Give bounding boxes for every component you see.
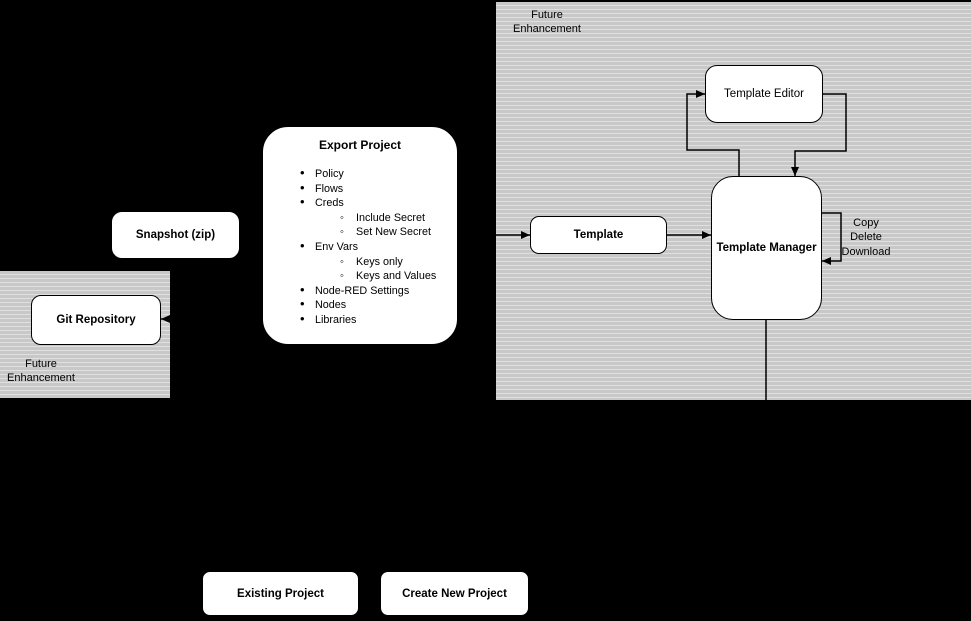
node-snapshot-zip-label: Snapshot (zip) [135, 229, 216, 241]
node-existing-project-label: Existing Project [237, 587, 324, 600]
node-git-repository-label: Git Repository [56, 314, 136, 326]
node-snapshot-zip[interactable]: Snapshot (zip) [111, 211, 240, 259]
future-enhancement-label-right: Future Enhancement [506, 9, 588, 36]
manager-action-delete: Delete [850, 231, 882, 244]
export-item-env-vars: Env Vars [263, 239, 457, 255]
export-item-node-red-settings: Node-RED Settings [263, 283, 457, 299]
manager-actions-annotation: Copy Delete Download [841, 216, 891, 259]
future-enhancement-label-line2: Enhancement [7, 371, 75, 384]
export-item-nodes: Nodes [263, 297, 457, 313]
node-create-new-project-label: Create New Project [402, 587, 507, 600]
export-item-keys-only: Keys only [263, 255, 457, 270]
node-create-new-project[interactable]: Create New Project [380, 571, 529, 616]
future-enhancement-label-line1: Future [25, 358, 57, 370]
export-item-policy: Policy [263, 166, 457, 182]
node-template-editor[interactable]: Template Editor [705, 65, 823, 123]
export-item-include-secret: Include Secret [263, 211, 457, 226]
export-project-list: Policy Flows Creds Include Secret Set Ne… [263, 166, 457, 328]
manager-action-copy: Copy [853, 217, 879, 229]
node-template-editor-label: Template Editor [724, 88, 804, 100]
node-template-label: Template [573, 229, 624, 241]
node-template-manager[interactable]: Template Manager [711, 176, 822, 320]
export-item-creds: Creds [263, 195, 457, 211]
export-item-libraries: Libraries [263, 312, 457, 328]
node-existing-project[interactable]: Existing Project [202, 571, 359, 616]
node-git-repository[interactable]: Git Repository [31, 295, 161, 345]
node-export-project[interactable]: Export Project Policy Flows Creds Includ… [262, 126, 458, 345]
future-enhancement-label-left: Future Enhancement [0, 358, 82, 385]
export-item-set-new-secret: Set New Secret [263, 225, 457, 240]
future-enhancement-label-line1: Future [531, 9, 563, 21]
node-template-manager-label: Template Manager [716, 242, 817, 254]
future-enhancement-label-line2: Enhancement [513, 22, 581, 35]
manager-action-download: Download [841, 245, 891, 258]
export-item-flows: Flows [263, 181, 457, 197]
export-project-title: Export Project [318, 138, 402, 152]
node-template[interactable]: Template [530, 216, 667, 254]
export-item-keys-and-values: Keys and Values [263, 269, 457, 284]
